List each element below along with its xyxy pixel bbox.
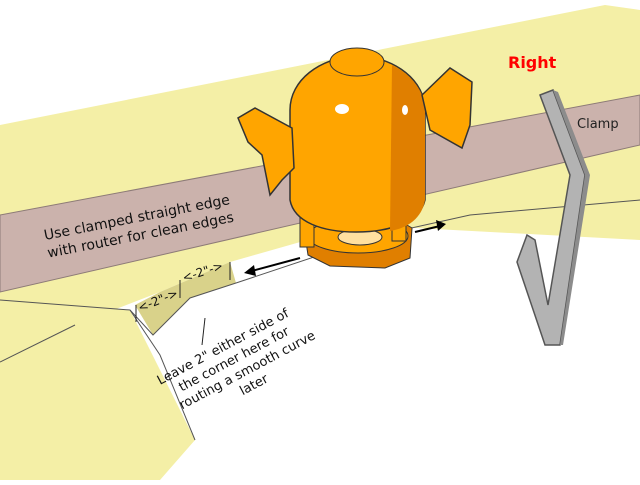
router-motor-shade (390, 65, 425, 231)
board-lower-leg-edge (129, 309, 196, 441)
board-lower-leg (0, 300, 195, 480)
router (237, 47, 473, 269)
direction-arrows (244, 220, 446, 276)
router-handle-right (421, 67, 473, 150)
board-bottom-edge (0, 324, 76, 363)
board-edge-line (0, 199, 640, 336)
arrow-left-line (247, 257, 301, 273)
clamp-label: Clamp (577, 117, 619, 132)
clamp-shadow (553, 90, 590, 345)
board-step-face (135, 262, 236, 335)
arrow-right-head (436, 220, 446, 231)
router-highlight-1 (335, 104, 349, 114)
note-pointer-line (201, 317, 206, 346)
arrow-left-head (244, 265, 256, 276)
side-label: Right (508, 53, 557, 72)
router-top-cap (329, 47, 385, 77)
router-highlight-2 (402, 105, 408, 115)
clamp (516, 89, 590, 346)
router-handle-left (237, 107, 295, 197)
arrow-right-line (414, 225, 441, 233)
clamp-body (516, 89, 586, 346)
